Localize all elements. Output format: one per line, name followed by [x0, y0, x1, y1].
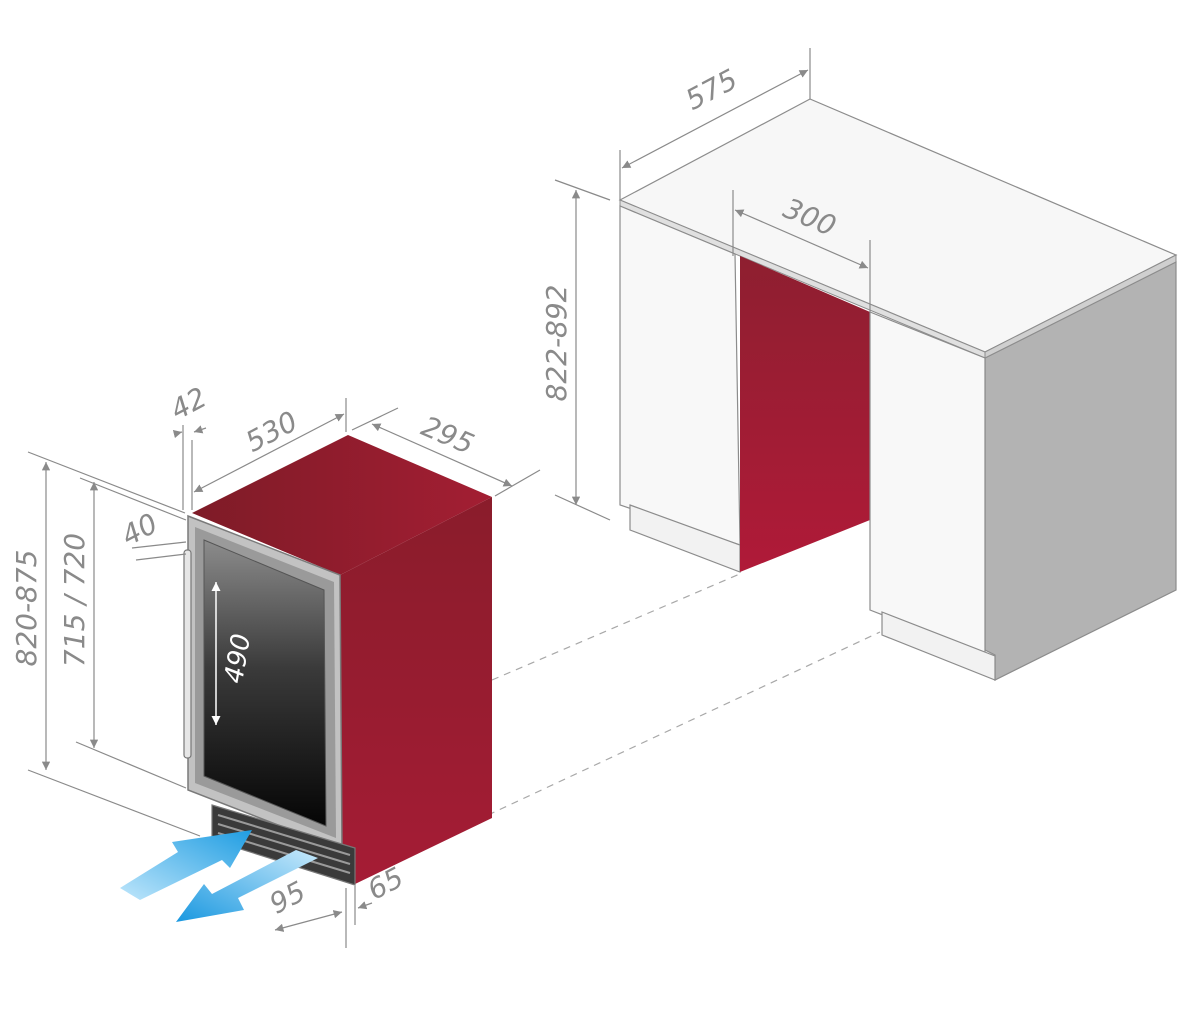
right-cabinet-plinth: [881, 611, 996, 681]
label-counter-height: 822-892: [540, 285, 573, 402]
airflow-out-arrow-icon: [176, 850, 318, 922]
cooler-right-side: [340, 497, 492, 885]
left-cabinet-door: [619, 205, 741, 546]
cooler-glass: [203, 539, 327, 827]
right-cabinet-door: [869, 311, 986, 656]
label-total-height: 820-875: [10, 550, 43, 667]
airflow-in-arrow-icon: [120, 830, 252, 900]
label-handle-depth: 42: [165, 381, 212, 427]
niche-opening: [740, 256, 870, 572]
dimension-lines: [27, 48, 871, 948]
label-vent-depth: 95: [264, 875, 311, 921]
label-cooler-depth: 530: [240, 404, 303, 458]
kitchen-cabinet: [618, 98, 1178, 681]
airflow-arrows: [120, 830, 318, 922]
label-cooler-width: 295: [417, 410, 479, 461]
countertop-side-edge: [984, 254, 1177, 359]
projection-lines: [487, 572, 881, 816]
label-body-height: 715 / 720: [58, 533, 91, 667]
door-handle: [183, 549, 192, 759]
